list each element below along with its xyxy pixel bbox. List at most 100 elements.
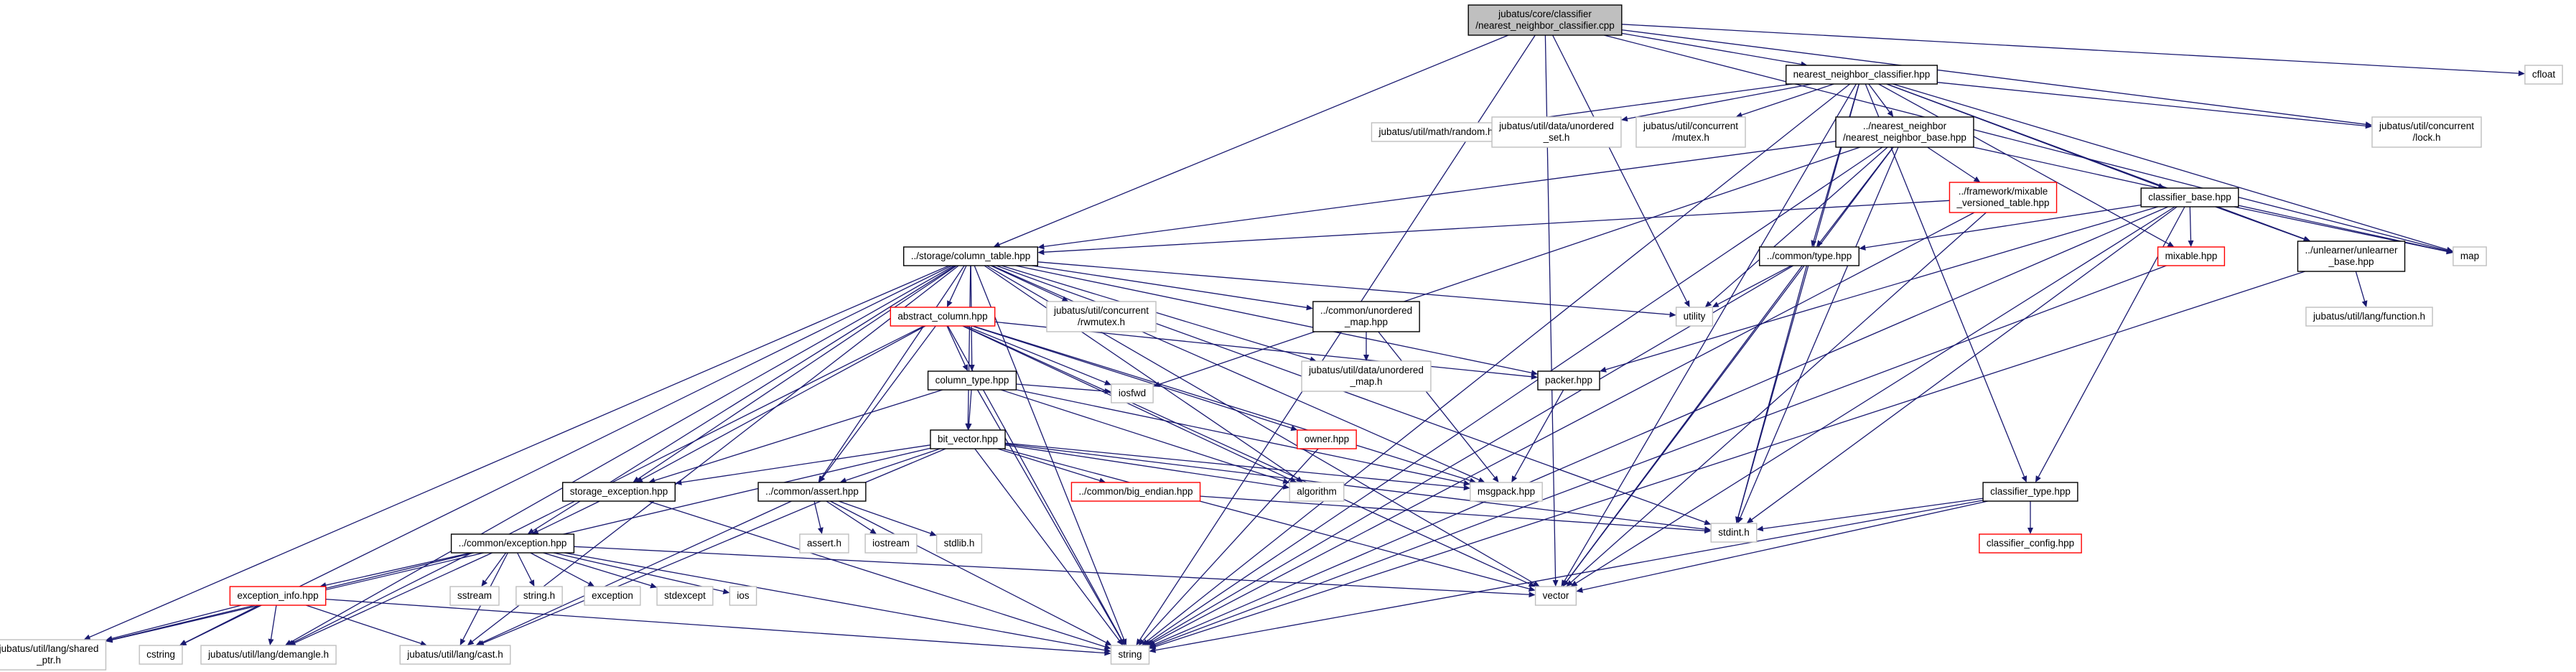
edge-line [89, 265, 950, 638]
edge-coltab-to-sharedptr [83, 265, 950, 640]
node-box [139, 645, 183, 665]
edge-line [1015, 265, 1532, 373]
node-unlearner: ../unlearner/unlearner_base.hpp [2297, 241, 2406, 272]
edge-arrowhead [1138, 638, 1145, 645]
node-cexc: ../common/exception.hpp [450, 533, 575, 554]
node-abscol: abstract_column.hpp [890, 307, 996, 327]
edge-line [1886, 83, 2305, 240]
edge-arrowhead [929, 531, 937, 536]
edge-line [949, 265, 967, 302]
node-box [2157, 246, 2226, 266]
edge-nnc-to-map [1893, 83, 2453, 253]
node-box [1949, 182, 2058, 213]
node-box [1785, 65, 1938, 85]
edge-owner-to-string [1138, 448, 1319, 645]
edge-arrowhead [527, 528, 535, 534]
edge-line [1893, 83, 2447, 251]
edge-coltab-to-cast [467, 265, 959, 645]
edge-arrowhead [1061, 296, 1069, 302]
edge-cexc-to-exception [530, 552, 595, 587]
edge-arrowhead [1600, 366, 1607, 373]
edge-root-to-utility [1552, 34, 1690, 307]
node-label: iosfwd [1119, 388, 1146, 398]
node-label: jubatus/core/classifier [1498, 9, 1592, 19]
node-label: string [1118, 649, 1142, 660]
edge-line [554, 552, 724, 592]
edge-line [1575, 206, 2175, 584]
node-ctypehpp: classifier_type.hpp [1982, 482, 2078, 502]
node-label: classifier_base.hpp [2148, 192, 2231, 202]
edge-line [1740, 146, 1899, 518]
node-label: assert.h [807, 538, 841, 549]
edge-arrowhead [818, 475, 826, 482]
node-nnbase: ../nearest_neighbor/nearest_neighbor_bas… [1835, 116, 1974, 148]
edge-coltab-to-umaphpp [1032, 265, 1313, 311]
edge-line [997, 448, 1100, 481]
node-map: map [2453, 246, 2487, 266]
edge-abscol-to-iosfwd [965, 325, 1111, 386]
edge-nnc-to-nnbase [1868, 83, 1894, 117]
edge-arrowhead [1149, 647, 1157, 653]
edge-arrowhead [1363, 355, 1369, 361]
nodes-layer: jubatus/core/classifier/nearest_neighbor… [0, 4, 2563, 671]
edge-line [654, 389, 943, 481]
edge-nnbase-to-mixver [1927, 146, 1981, 182]
edge-arrowhead [1037, 243, 1045, 250]
node-label: iostream [872, 538, 910, 549]
node-algorithm: algorithm [1289, 482, 1345, 502]
edge-arrowhead [467, 639, 475, 645]
node-box [1537, 370, 1600, 391]
edge-line [965, 325, 1106, 383]
edge-line [1514, 389, 1564, 477]
edge-arrowhead [289, 640, 297, 645]
edge-bitvec-to-bigend [997, 448, 1106, 484]
edge-line [1016, 389, 1465, 484]
edge-line [999, 34, 1509, 246]
node-box [1534, 586, 1577, 606]
edge-line [1621, 24, 2519, 74]
node-exception: exception [584, 586, 641, 606]
node-box [1301, 360, 1432, 392]
node-iostream: iostream [864, 533, 918, 554]
node-box [561, 482, 676, 502]
node-cbase: classifier_base.hpp [2140, 187, 2239, 207]
edge-line [1378, 331, 1495, 478]
node-box [1835, 116, 1974, 148]
edge-arrowhead [675, 479, 682, 485]
node-coltype: column_type.hpp [927, 370, 1017, 391]
edge-line [1604, 34, 2447, 251]
edge-arrowhead [481, 579, 487, 587]
edge-stoexc-to-cexc [531, 500, 600, 534]
edge-arrowhead [648, 477, 656, 484]
node-asserth: assert.h [799, 533, 849, 554]
node-box [2305, 307, 2433, 327]
node-sstream: sstream [449, 586, 500, 606]
node-label: msgpack.hpp [1478, 486, 1535, 497]
edge-arrowhead [459, 638, 466, 645]
edge-arrowhead [636, 477, 643, 482]
edge-line [1868, 83, 1890, 113]
edge-line [1146, 83, 1851, 642]
edge-line [543, 552, 651, 587]
edge-umaphpp-to-umaph [1363, 332, 1369, 361]
edge-coltab-to-algorithm [984, 265, 1303, 482]
node-label: jubatus/util/concurrent [1643, 121, 1738, 131]
node-root: jubatus/core/classifier/nearest_neighbor… [1467, 4, 1623, 36]
node-einfo: exception_info.hpp [229, 586, 327, 606]
edge-line [1878, 83, 2169, 245]
edge-abscol-to-vector [963, 325, 1536, 587]
edge-line [564, 552, 1105, 651]
edge-arrowhead [1478, 477, 1485, 482]
edge-mixver-to-string [1147, 212, 1975, 645]
node-cconfig: classifier_config.hpp [1979, 533, 2082, 554]
edge-arrowhead [83, 634, 91, 640]
edge-cexc-to-stringh [517, 552, 535, 587]
edge-coltype-to-algorithm [1001, 389, 1290, 484]
node-box [902, 246, 1039, 266]
node-box [450, 533, 575, 554]
node-box [930, 429, 1006, 449]
node-label: ../unlearner/unlearner [2305, 245, 2398, 256]
node-mixver: ../framework/mixable_versioned_table.hpp [1949, 182, 2058, 213]
node-vector: vector [1534, 586, 1577, 606]
edge-einfo-to-demangle [268, 605, 277, 645]
